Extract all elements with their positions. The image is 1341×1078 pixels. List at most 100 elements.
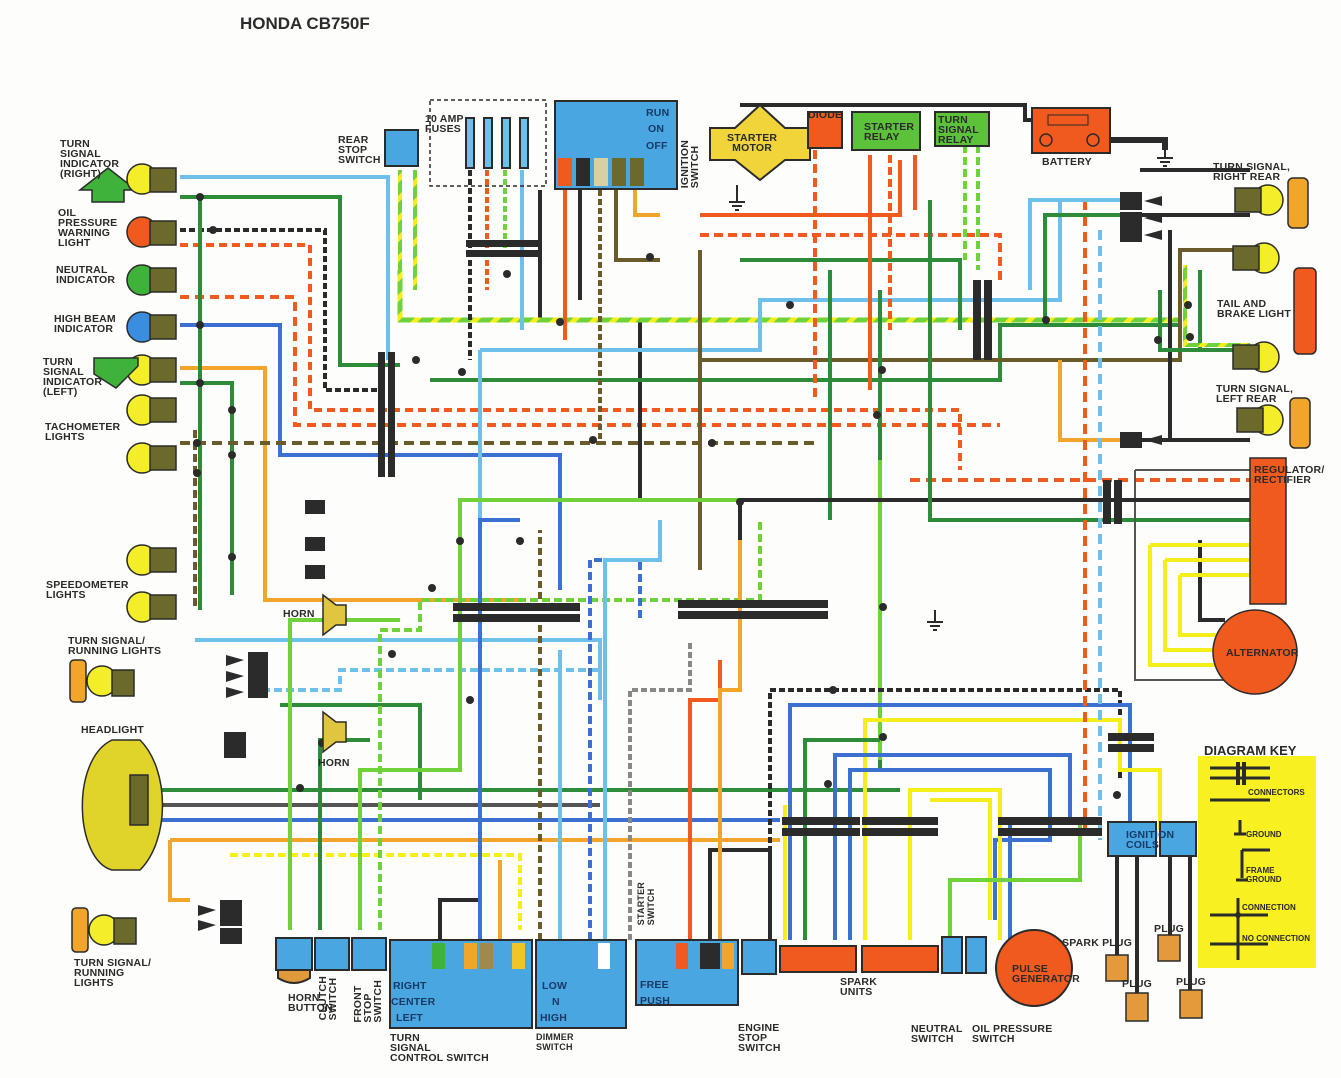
junction-dots [193, 193, 1194, 799]
alternator-body [1212, 609, 1298, 695]
key-frame-ground: FRAME GROUND [1246, 866, 1282, 884]
key-no-connection: NO CONNECTION [1242, 934, 1310, 943]
spark-unit-1 [779, 945, 857, 973]
turn-signal-relay-body [934, 111, 990, 147]
clutch-switch-body [314, 937, 350, 971]
wire-light-green-dashed [378, 520, 762, 930]
label-front-stop-switch: FRONT STOP SWITCH [352, 980, 384, 1023]
pulse-generator-body [995, 929, 1073, 1007]
oil-pressure-switch-body [965, 936, 987, 974]
wire-green-rr [1043, 213, 1120, 320]
rear-left-lens [1289, 397, 1311, 449]
label-neutral-switch: NEUTRAL SWITCH [911, 1023, 963, 1045]
key-connection: CONNECTION [1242, 903, 1296, 912]
label-battery: BATTERY [1042, 156, 1092, 168]
wire-black-white-engine [768, 688, 1122, 960]
tail-light-lens [1293, 267, 1317, 355]
wire-light-green-stop [358, 498, 740, 930]
wire-orange [180, 366, 520, 602]
starter-pos-push: PUSH [640, 995, 670, 1007]
wire-blue-dimmer [588, 558, 642, 940]
label-turn-signal-control-switch: TURN SIGNAL CONTROL SWITCH [390, 1032, 489, 1064]
wire-yellow-dashed [230, 853, 522, 930]
dimmer-pos-high: HIGH [540, 1012, 568, 1024]
connector-mid-right [678, 600, 828, 608]
plug-2 [1125, 992, 1149, 1022]
wire-light-blue-rr [1028, 198, 1120, 290]
wire-orange-bottom [168, 838, 780, 902]
wire-green-horn [288, 618, 400, 930]
wire-green-engine [803, 738, 880, 940]
wire-orange-blue [180, 243, 962, 470]
wire-black-reg [1130, 498, 1250, 622]
label-turn-signal-relay: TURN SIGNAL RELAY [938, 114, 979, 146]
starter-pos-free: FREE [640, 979, 669, 991]
wire-yellow-engine-3 [930, 798, 992, 920]
dimmer-pos-n: N [552, 996, 560, 1008]
connector-top-horizontal [466, 240, 542, 247]
label-high-beam-indicator: HIGH BEAM INDICATOR [54, 313, 116, 335]
wire-green-yellow-tail [1183, 265, 1250, 347]
connector-engine-3 [998, 817, 1102, 825]
ignition-pos-run: RUN [646, 107, 670, 119]
label-turn-indicator-left: TURN SIGNAL INDICATOR (LEFT) [43, 356, 103, 398]
wire-ign-5 [633, 190, 660, 217]
label-plug-4: PLUG [1176, 976, 1206, 988]
wire-black-battery [1105, 137, 1168, 150]
rear-right-lens [1287, 177, 1309, 229]
turn-pos-right: RIGHT [393, 980, 427, 992]
wire-orange-dashed [700, 233, 1002, 280]
turn-indicator-right-arrow [77, 167, 139, 203]
horns [322, 593, 347, 754]
dimmer-pos-low: LOW [542, 980, 568, 992]
diode-body [807, 111, 843, 149]
wire-green-3 [740, 258, 962, 330]
horn-upper [322, 593, 347, 637]
label-regulator-rectifier: REGULATOR/ RECTIFIER [1254, 464, 1325, 486]
turn-pos-left: LEFT [396, 1012, 424, 1024]
ignition-coil-right [1159, 821, 1197, 857]
label-turn-left-rear: TURN SIGNAL, LEFT REAR [1216, 383, 1294, 405]
label-turn-indicator-right: TURN SIGNAL INDICATOR (RIGHT) [60, 138, 120, 180]
top-components [384, 99, 1111, 190]
connector-engine-1 [782, 817, 860, 825]
diagram-key-panel [1198, 756, 1316, 968]
wire-red-orange [700, 160, 902, 217]
wire-blue-tsc [478, 518, 520, 940]
wire-light-blue-2f [250, 668, 600, 692]
wire-black-main [538, 190, 1110, 502]
turn-pos-center: CENTER [391, 996, 436, 1008]
label-neutral-indicator: NEUTRAL INDICATOR [56, 264, 116, 286]
wire-light-blue-front [195, 638, 602, 700]
wire-light-blue-dimmer [603, 520, 662, 940]
horn-lower [322, 710, 347, 754]
plug-4 [1179, 989, 1203, 1019]
label-clutch-switch: CLUTCH SWITCH [317, 976, 339, 1021]
wire-green-4 [828, 270, 882, 770]
key-connectors: CONNECTORS [1248, 788, 1305, 797]
label-oil-pressure-light: OIL PRESSURE WARNING LIGHT [58, 207, 118, 249]
label-plug-2: PLUG [1154, 923, 1184, 935]
bottom-switches [275, 821, 1197, 1029]
label-tachometer-lights: TACHOMETER LIGHTS [45, 421, 121, 443]
wire-yellow-engine-2 [908, 788, 1002, 940]
wire-red-orange-starter [688, 660, 722, 940]
label-rear-stop-switch: REAR STOP SWITCH [338, 134, 381, 166]
wire-blue-engine-3 [848, 768, 1052, 940]
label-horn-button: HORN BUTTON [288, 992, 333, 1014]
wire-yellow-alt-1 [1148, 543, 1250, 667]
wire-green-yellow [397, 270, 1180, 323]
front-turn-connectors [198, 500, 325, 944]
label-starter-motor: STARTER MOTOR [727, 132, 778, 154]
label-starter-relay: STARTER RELAY [864, 121, 915, 143]
fuse-box-outline [429, 99, 547, 187]
plug-3 [1157, 934, 1181, 962]
label-turn-right-rear: TURN SIGNAL, RIGHT REAR [1213, 161, 1291, 183]
label-starter-switch: STARTER SWITCH [636, 882, 656, 926]
ignition-coil-left [1107, 821, 1157, 857]
dimmer-switch-body [535, 939, 627, 1029]
connector-reg-vertical [1103, 480, 1111, 524]
label-headlight: HEADLIGHT [81, 724, 145, 736]
label-spark-plug: SPARK PLUG [1062, 937, 1133, 949]
label-ignition-coils: IGNITION COILS [1126, 829, 1175, 851]
